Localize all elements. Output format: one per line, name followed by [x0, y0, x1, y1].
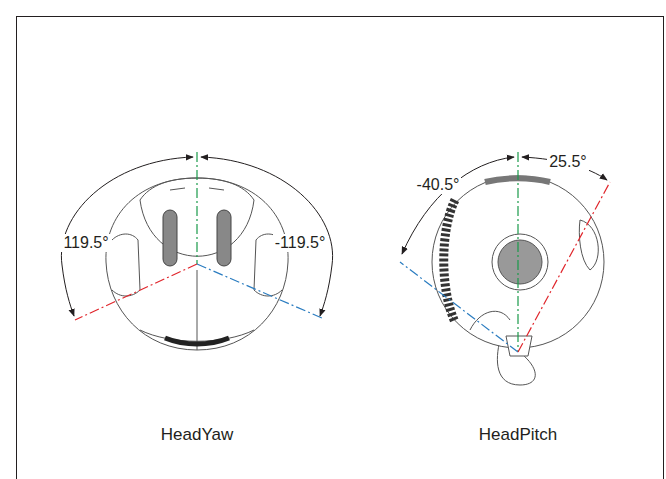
joint-name: HeadYaw: [159, 426, 235, 445]
pitch-range-arcs: [402, 157, 607, 254]
angle-value: -40.5°: [415, 176, 462, 194]
pitch-axes: [400, 152, 610, 352]
angle-value: -119.5°: [273, 234, 328, 252]
yaw-range-arcs: [61, 157, 332, 316]
frame: [17, 17, 664, 479]
joint-name: HeadPitch: [477, 426, 559, 445]
angle-value: 119.5°: [61, 234, 110, 252]
angle-value: 25.5°: [547, 153, 589, 171]
